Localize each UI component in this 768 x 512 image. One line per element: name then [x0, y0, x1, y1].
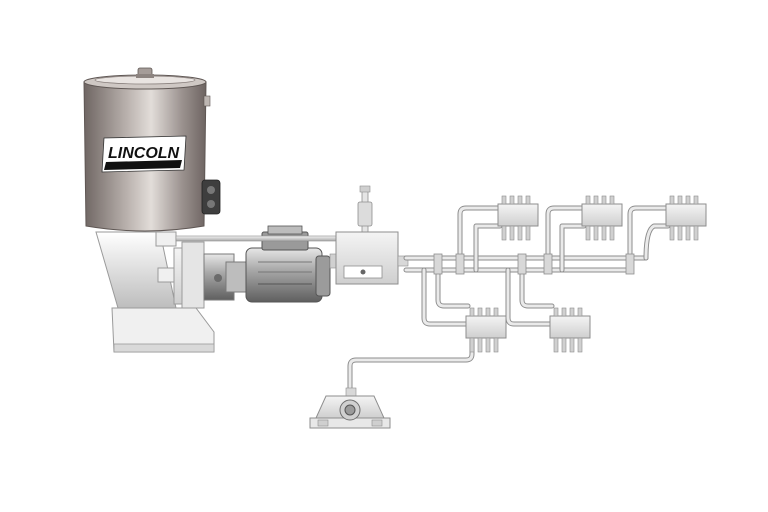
distributor-5	[550, 308, 590, 352]
distributor-1	[498, 196, 538, 240]
logo-text: LINCOLN	[108, 145, 180, 162]
reversing-valve	[336, 186, 408, 284]
grease-reservoir: LINCOLN	[84, 68, 220, 352]
lincoln-logo: LINCOLN	[102, 136, 186, 172]
distributor-2	[582, 196, 622, 240]
lubrication-point-bearing	[310, 388, 390, 428]
distributor-3	[666, 196, 706, 240]
distributor-4	[466, 308, 506, 352]
